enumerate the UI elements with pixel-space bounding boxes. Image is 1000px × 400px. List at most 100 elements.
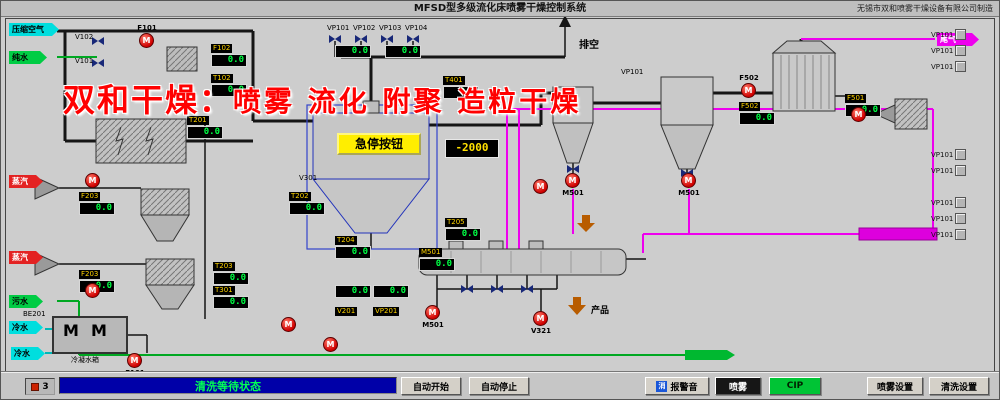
display-label: VP201 [373, 307, 400, 316]
button-label: 报警音 [670, 382, 698, 393]
flow-tag: 蒸汽 [9, 251, 43, 264]
remote-valve-row: VP101 [931, 165, 967, 176]
valve-box-icon[interactable] [955, 165, 967, 176]
flow-tag: 压缩空气 [9, 23, 59, 36]
valve-row-label: VP101 [931, 214, 954, 223]
tag-label: VP102 [353, 24, 376, 32]
main-ducts [57, 29, 803, 143]
mute-alarm-icon: 消 [656, 380, 668, 392]
tag-label: M [63, 321, 79, 340]
manufacturer-label: 无锡市双和喷雾干燥设备有限公司制造 [857, 4, 993, 13]
valve-row-label: VP101 [931, 230, 954, 239]
display-label: T202 [289, 192, 311, 201]
button-label: 自动停止 [480, 382, 517, 393]
pump-label: V321 [530, 327, 552, 335]
remote-valve-row: VP101 [931, 29, 967, 40]
display-value: 0.0 [443, 86, 479, 99]
tag-label: M [91, 321, 107, 340]
display-value: 0.0 [385, 45, 421, 58]
display-label: F203 [79, 270, 101, 279]
action-button[interactable]: 自动停止 [469, 377, 529, 395]
remote-valve-row: VP101 [931, 213, 967, 224]
tag-label: VP103 [379, 24, 402, 32]
valve-box-icon[interactable] [955, 197, 967, 208]
valve-row-label: VP101 [931, 198, 954, 207]
status-bar: 3 清洗等待状态 自动开始 自动停止 消报警音 喷雾 CIP 喷雾设置 清洗设置 [1, 372, 999, 399]
action-button[interactable]: 喷雾设置 [867, 377, 923, 395]
cip-button[interactable]: CIP [769, 377, 821, 395]
display-value: 0.0 [187, 126, 223, 139]
display-label: T203 [213, 262, 235, 271]
display-value: 0.0 [289, 202, 325, 215]
display-label: M501 [419, 248, 443, 257]
pump-label: M501 [422, 321, 444, 329]
button-label: CIP [786, 381, 804, 391]
display-value: 0.0 [79, 202, 115, 215]
level-display: -2000 [445, 139, 499, 158]
motor-pump-icon: M [533, 179, 548, 194]
valve-box-icon[interactable] [955, 29, 967, 40]
valve-row-label: VP101 [931, 62, 954, 71]
valve-box-icon[interactable] [955, 45, 967, 56]
display-label: F102 [211, 44, 233, 53]
tag-label: VP104 [405, 24, 428, 32]
pump-label: M501 [562, 189, 584, 197]
display-label: F501 [845, 94, 867, 103]
tag-label: 冷凝水箱 [71, 356, 99, 364]
action-button[interactable]: 消报警音 [645, 377, 709, 395]
drain-arrow [685, 350, 735, 360]
display-label: V201 [335, 307, 358, 316]
button-label: 喷雾设置 [876, 382, 913, 393]
cip-strip [858, 227, 938, 241]
display-label: T204 [335, 236, 357, 245]
display-value: 0.0 [419, 258, 455, 271]
valve-row-label: VP101 [931, 46, 954, 55]
display-label: F203 [79, 192, 101, 201]
page-title: MFSD型多级流化床喷雾干燥控制系统 [413, 3, 587, 14]
display-value: 0.0 [445, 228, 481, 241]
button-label: 喷雾 [728, 382, 747, 393]
pump-label: M501 [678, 189, 700, 197]
cyan-lines [45, 328, 53, 354]
valve-box-icon[interactable] [955, 229, 967, 240]
valve-row-label: VP101 [931, 30, 954, 39]
display-value: 0.0 [211, 54, 247, 67]
tag-label: V101 [75, 57, 94, 65]
counter-value: 3 [42, 381, 49, 392]
valve-box-icon[interactable] [955, 61, 967, 72]
display-value: 0.0 [335, 246, 371, 259]
action-button[interactable]: 清洗设置 [929, 377, 989, 395]
flow-tag: 冷水 [11, 347, 45, 360]
valve-box-icon[interactable] [955, 149, 967, 160]
flow-tag: 冷水 [9, 321, 43, 334]
motor-pump-icon: M [85, 173, 100, 188]
display-value: 0.0 [373, 285, 409, 298]
pump-label: F502 [739, 74, 759, 82]
valve-box-icon[interactable] [955, 213, 967, 224]
display-value: 0.0 [335, 45, 371, 58]
system-status-text: 清洗等待状态 [59, 377, 397, 394]
tag-label: 产品 [591, 306, 610, 316]
emergency-stop-button[interactable]: 急停按钮 [337, 133, 421, 155]
spray-button[interactable]: 喷雾 [715, 377, 761, 395]
display-label: T205 [445, 218, 467, 227]
action-button[interactable]: 自动开始 [401, 377, 461, 395]
display-label: T201 [187, 116, 209, 125]
display-value: 0.0 [335, 285, 371, 298]
